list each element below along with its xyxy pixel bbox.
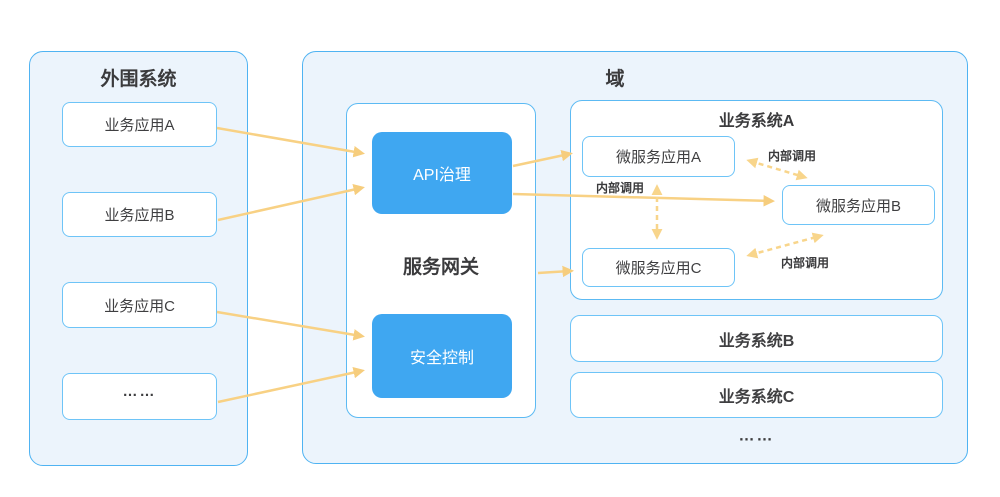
service-gateway-title: 服务网关: [402, 257, 479, 278]
business-system-b-label: 业务系统B: [718, 332, 795, 350]
box-business-system-c: 业务系统C: [570, 372, 943, 418]
peripheral-systems-title: 外围系统: [100, 69, 177, 90]
internal-call-label-a-b: 内部调用: [768, 149, 817, 163]
business-app-a-label: 业务应用A: [104, 117, 175, 134]
business-system-a-title: 业务系统A: [718, 113, 795, 130]
box-business-app-c: 业务应用C: [62, 282, 217, 328]
box-business-app-more: ……: [62, 373, 217, 420]
box-microservice-a: 微服务应用A: [582, 136, 735, 177]
business-system-c-label: 业务系统C: [718, 389, 795, 406]
api-governance-label: API治理: [413, 167, 471, 184]
internal-call-label-a-c: 内部调用: [596, 181, 645, 195]
business-app-b-label: 业务应用B: [104, 207, 175, 224]
domain-more-systems-label: ……: [738, 427, 775, 445]
microservice-b-label: 微服务应用B: [815, 197, 901, 215]
box-api-governance: API治理: [372, 132, 512, 214]
box-microservice-c: 微服务应用C: [582, 248, 735, 287]
domain-title: 域: [605, 69, 625, 90]
microservice-a-label: 微服务应用A: [615, 149, 701, 166]
box-business-app-a: 业务应用A: [62, 102, 217, 147]
business-app-more-label: ……: [122, 383, 157, 401]
internal-call-label-c-b: 内部调用: [781, 256, 830, 270]
microservice-c-label: 微服务应用C: [615, 260, 702, 277]
box-business-system-b: 业务系统B: [570, 315, 943, 362]
business-app-c-label: 业务应用C: [104, 297, 175, 315]
box-microservice-b: 微服务应用B: [782, 185, 935, 225]
box-business-app-b: 业务应用B: [62, 192, 217, 237]
box-security-control: 安全控制: [372, 314, 512, 398]
security-control-label: 安全控制: [409, 350, 474, 367]
